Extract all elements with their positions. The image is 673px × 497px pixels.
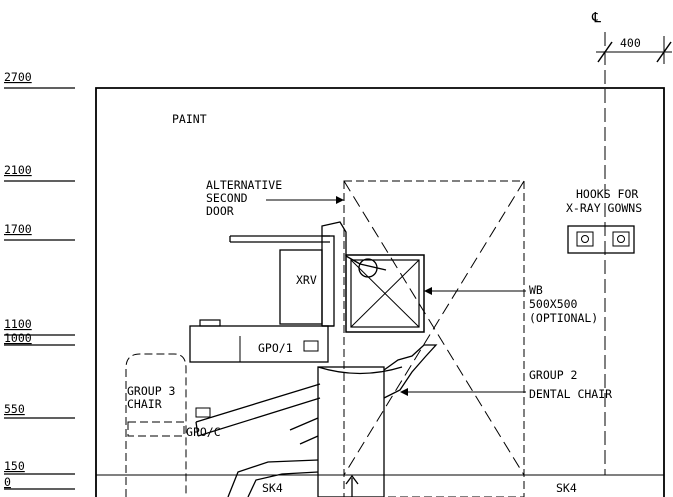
paint-label: PAINT	[172, 112, 207, 126]
wash-basin: WB 500X500 (OPTIONAL)	[345, 254, 598, 333]
hooks-label-2: X-RAY GOWNS	[566, 201, 642, 215]
hooks-label-1: HOOKS FOR	[576, 187, 638, 201]
group-3-chair: GROUP 3 CHAIR GPO/C	[125, 353, 221, 497]
xrv-label: XRV	[296, 273, 317, 287]
level-1000: 1000	[4, 331, 32, 345]
wall-outline	[95, 87, 665, 497]
level-0: 0	[4, 475, 11, 489]
level-1700: 1700	[4, 222, 32, 236]
gpoc-label: GPO/C	[186, 425, 221, 439]
cabinet: GPO/1	[189, 319, 329, 363]
group2-label-1: GROUP 2	[529, 368, 577, 382]
wb-label-2: 500X500	[529, 297, 578, 311]
level-550: 550	[4, 402, 25, 416]
gpo1-label: GPO/1	[258, 341, 293, 355]
sk4-right-label: SK4	[556, 481, 577, 495]
sk4-left-label: SK4	[262, 481, 283, 495]
wb-label-3: (OPTIONAL)	[529, 311, 598, 325]
level-2100: 2100	[4, 163, 32, 177]
dimension-400: 400	[620, 36, 641, 50]
alt-door-label-2: SECOND	[206, 191, 248, 205]
group2-label-2: DENTAL CHAIR	[529, 387, 612, 401]
alt-door-label-3: DOOR	[206, 204, 234, 218]
group3-label-2: CHAIR	[127, 397, 162, 411]
level-2700: 2700	[4, 70, 32, 84]
centreline-dimension: ℄ 400	[591, 10, 672, 475]
x-ray-unit: XRV	[229, 221, 387, 327]
x-ray-gown-hooks: HOOKS FOR X-RAY GOWNS	[566, 187, 642, 254]
level-markers: 2700 2100 1700 1100 1000 550 150 0	[4, 70, 75, 490]
alt-door-label-1: ALTERNATIVE	[206, 178, 282, 192]
group-2-dental-chair: GROUP 2 DENTAL CHAIR	[195, 344, 612, 497]
alternative-door: ALTERNATIVE SECOND DOOR	[206, 178, 525, 497]
level-1100: 1100	[4, 317, 32, 331]
centreline-symbol: ℄	[591, 10, 601, 26]
level-150: 150	[4, 459, 25, 473]
wb-label-1: WB	[529, 283, 543, 297]
group3-label-1: GROUP 3	[127, 384, 176, 398]
